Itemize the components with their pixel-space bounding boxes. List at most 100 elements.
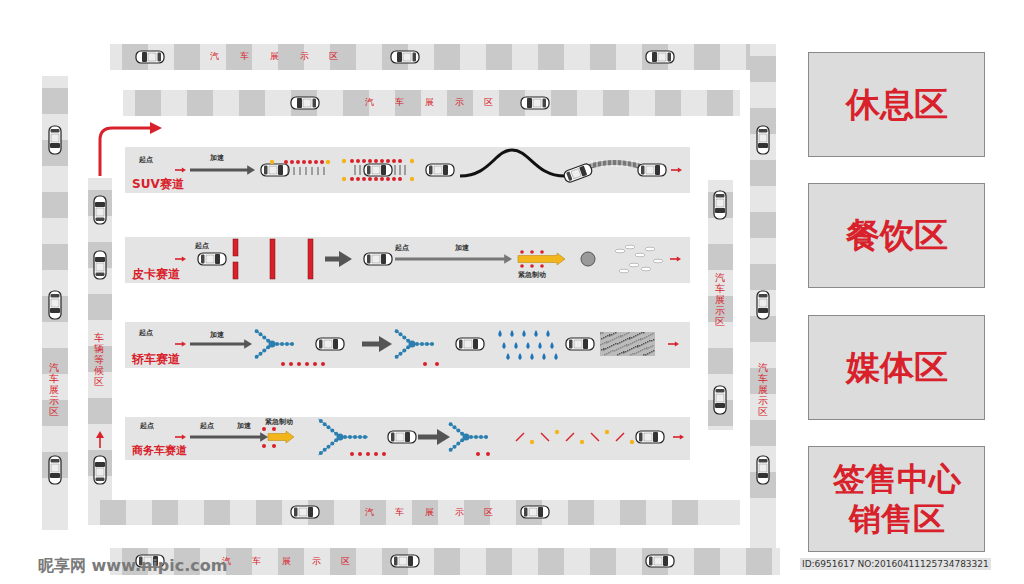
junction-dot (262, 336, 266, 340)
water-drop (522, 330, 526, 337)
car-roof (399, 557, 407, 565)
gravel-speck (617, 354, 619, 356)
gravel-speck (606, 341, 608, 343)
direction-arrow-head (182, 256, 186, 261)
car-body (757, 456, 769, 484)
gravel-speck (648, 335, 650, 337)
car-rear-window (51, 294, 60, 298)
direction-arrow (670, 258, 677, 260)
junction-dot (425, 342, 429, 346)
cone-dot (262, 444, 266, 448)
gravel-speck (623, 351, 625, 353)
car-windshield (397, 52, 402, 62)
cone-dot (350, 159, 354, 163)
gravel-speck (650, 334, 652, 336)
junction-dot (255, 329, 259, 333)
gravel-speck (642, 349, 644, 351)
gravel-speck (649, 352, 651, 354)
junction-dot (280, 342, 284, 346)
junction-dot (275, 342, 279, 346)
display-band (708, 180, 733, 430)
track-note: 加速 (210, 330, 224, 340)
car-rear-window (96, 218, 105, 222)
gravel-speck (625, 351, 627, 353)
gravel-speck (603, 337, 605, 339)
car-rear-window (759, 294, 768, 298)
junction-dot (449, 448, 453, 452)
junction-dot (285, 342, 289, 346)
parking-slot (88, 190, 112, 216)
car-roof (96, 468, 104, 476)
watermark: 昵享网 www.nipic.com (36, 555, 230, 578)
cone-dot (392, 159, 396, 163)
parking-slot (538, 44, 564, 70)
zone-panel: 休息区 (808, 52, 985, 157)
car-body (638, 164, 666, 176)
car-body (49, 291, 61, 319)
junction-center (409, 341, 416, 348)
car-windshield (652, 52, 657, 62)
junction-dot (353, 435, 357, 439)
brake-arrow (268, 431, 294, 443)
gravel-speck (611, 345, 613, 347)
gravel-speck (600, 344, 602, 346)
car-rear-window (524, 508, 528, 517)
bump-tick (288, 167, 289, 175)
cone-dot (314, 160, 318, 164)
direction-arrow-head (678, 167, 682, 172)
gravel-speck (613, 333, 615, 335)
car-rear-window (51, 459, 60, 463)
junction-dot (402, 348, 406, 352)
junction-dot (449, 422, 453, 426)
barrier-bar (308, 239, 313, 279)
direction-arrow-head (675, 341, 679, 346)
parking-slot (750, 212, 776, 238)
cone-dot (555, 430, 559, 434)
gravel-speck (647, 353, 649, 355)
track-band (125, 417, 690, 460)
gravel-speck (609, 334, 611, 336)
cone-dot (342, 159, 346, 163)
bowling-pin (615, 249, 625, 253)
entry-arrow-head (150, 122, 162, 134)
cone-dot (356, 177, 360, 181)
gravel-speck (610, 340, 612, 342)
parking-slot (746, 548, 772, 575)
junction-dot (319, 451, 323, 455)
cone-dot (356, 159, 360, 163)
direction-arrow (671, 169, 678, 171)
area-label: 汽车展示区 (49, 362, 59, 417)
bump-tick (312, 167, 313, 175)
gravel-speck (621, 341, 623, 343)
car-body (136, 51, 164, 63)
cone-dot (272, 427, 276, 431)
bowling-pin (653, 259, 663, 263)
gravel-speck (620, 336, 622, 338)
junction-dot (453, 445, 457, 449)
car-icon (456, 338, 484, 350)
car-icon (94, 251, 106, 279)
car-icon (646, 51, 674, 63)
ramp-tick (637, 160, 638, 167)
car-rear-window (716, 389, 725, 393)
track-note: 起点 (395, 243, 409, 253)
parking-slot (750, 316, 776, 342)
gravel-speck (609, 335, 611, 337)
junction-dot (323, 422, 327, 426)
gravel-speck (634, 353, 636, 355)
car-rear-window (96, 478, 105, 482)
track-band (125, 322, 690, 368)
bowling-ball (581, 252, 595, 266)
car-body (94, 196, 106, 224)
bowling-pin (641, 267, 651, 271)
parking-slot (88, 294, 112, 320)
cone-dot (366, 452, 370, 456)
car-windshield (579, 166, 587, 177)
car-body (49, 126, 61, 154)
car-icon (757, 126, 769, 154)
cone-dot (398, 159, 402, 163)
gravel-speck (644, 337, 646, 339)
car-body (757, 126, 769, 154)
car-windshield (405, 432, 410, 442)
gravel-speck (608, 352, 610, 354)
